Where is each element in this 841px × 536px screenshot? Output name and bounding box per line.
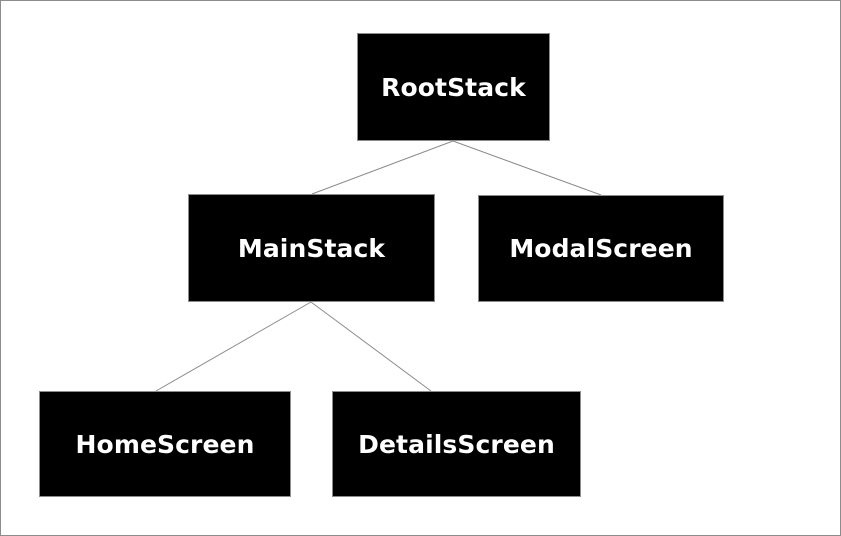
edge-rootstack-modalscreen: [452, 140, 602, 196]
edge-mainstack-detailsscreen: [310, 301, 432, 392]
node-rootstack[interactable]: RootStack: [357, 33, 550, 141]
edge-mainstack-homescreen: [155, 301, 312, 392]
node-mainstack[interactable]: MainStack: [188, 194, 435, 302]
node-label-modalscreen: ModalScreen: [509, 234, 693, 263]
edge-rootstack-mainstack: [311, 140, 454, 195]
node-label-mainstack: MainStack: [237, 233, 386, 263]
node-label-rootstack: RootStack: [381, 72, 526, 102]
node-detailsscreen[interactable]: DetailsScreen: [332, 391, 581, 497]
node-label-detailsscreen: DetailsScreen: [358, 429, 555, 459]
node-label-homescreen: HomeScreen: [75, 429, 255, 459]
node-modalscreen[interactable]: ModalScreen: [478, 195, 724, 302]
node-homescreen[interactable]: HomeScreen: [39, 391, 291, 497]
